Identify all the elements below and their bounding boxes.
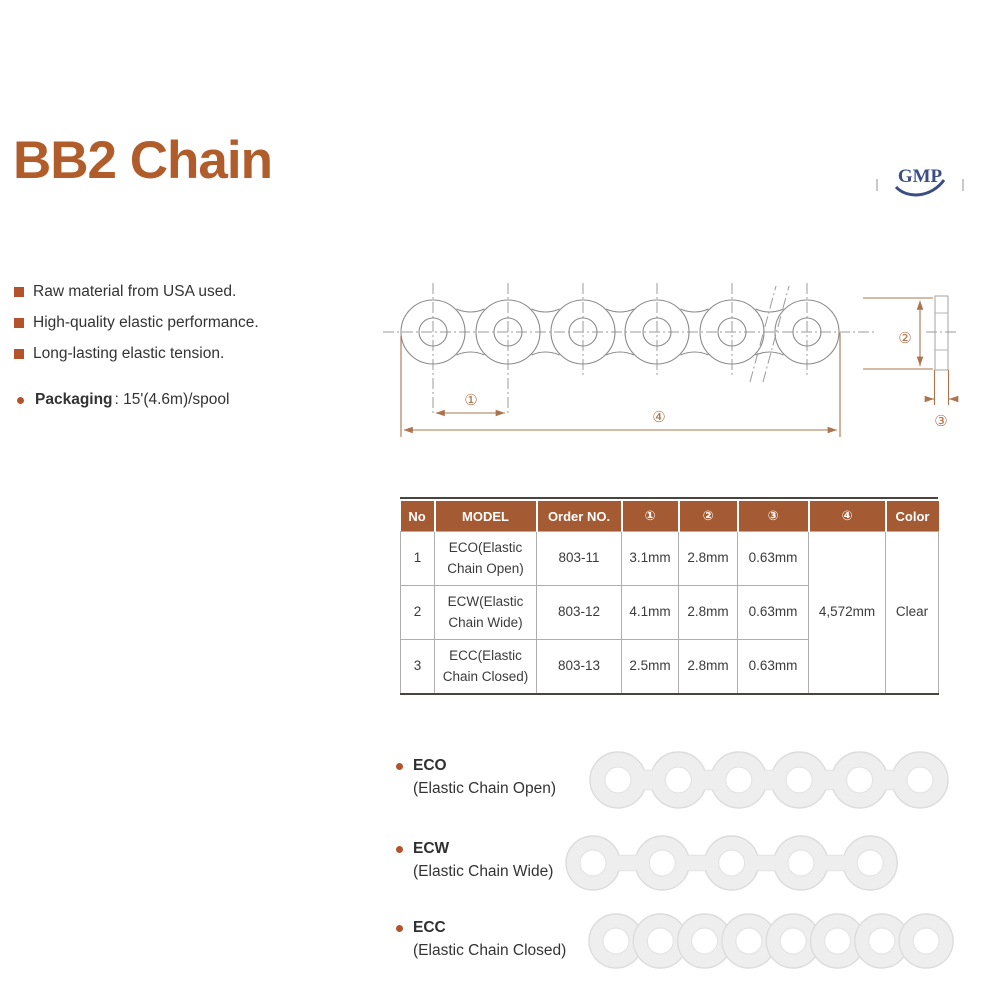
gmp-logo-mark: GMP	[894, 166, 946, 197]
table-row: 1 ECO(Elastic Chain Open) 803-11 3.1mm 2…	[400, 531, 939, 695]
table-cell: 2	[400, 585, 435, 640]
table-header-cell: Order NO.	[536, 501, 623, 532]
table-header-cell: ②	[678, 501, 739, 532]
packaging-line: Packaging : 15'(4.6m)/spool	[14, 389, 230, 411]
product-code: ECC	[413, 919, 446, 936]
table-cell: 4.1mm	[621, 585, 679, 640]
table-cell: 803-11	[536, 531, 622, 586]
table-cell-merged-color: Clear	[885, 531, 939, 695]
table-row: 3 ECC(Elastic Chain Closed) 803-13 2.5mm…	[400, 639, 939, 695]
logo-right-bar	[962, 179, 964, 191]
table-header-row: No MODEL Order NO. ① ② ③ ④ Color	[400, 501, 939, 532]
packaging-value: : 15'(4.6m)/spool	[114, 391, 230, 408]
product-row-eco: ECO (Elastic Chain Open)	[396, 756, 556, 802]
table-header-cell: No	[400, 501, 436, 532]
table-header-cell: ③	[737, 501, 810, 532]
product-row-ecw: ECW (Elastic Chain Wide)	[396, 839, 553, 885]
table-cell: 0.63mm	[737, 531, 809, 586]
chain-outline	[400, 299, 840, 365]
table-header-cell: MODEL	[434, 501, 538, 532]
table-header-cell: ④	[808, 501, 887, 532]
bullet-square-icon	[14, 348, 24, 359]
product-code: ECO	[413, 757, 447, 774]
table-cell: 803-12	[536, 585, 622, 640]
table-cell: 0.63mm	[737, 585, 809, 640]
table-cell: 2.8mm	[678, 639, 738, 695]
feature-item: Raw material from USA used.	[14, 276, 259, 307]
page-title: BB2 Chain	[13, 131, 273, 190]
table-cell: 2.8mm	[678, 531, 738, 586]
technical-diagram: ① ④ ② ③	[383, 283, 959, 437]
bullet-square-icon	[14, 286, 24, 297]
logo-left-bar	[876, 179, 878, 191]
table-cell: 3	[400, 639, 435, 695]
bullet-square-icon	[14, 317, 24, 328]
dim4-label: ④	[652, 408, 665, 426]
table-cell-merged-length: 4,572mm	[808, 531, 886, 695]
packaging-label: Packaging	[35, 391, 113, 408]
break-line	[762, 285, 790, 383]
product-name: (Elastic Chain Closed)	[413, 942, 567, 959]
table-cell: 3.1mm	[621, 531, 679, 586]
bullet-dot-icon	[17, 396, 24, 404]
feature-text: High-quality elastic performance.	[33, 313, 259, 331]
dim1-label: ①	[464, 391, 477, 409]
dim3-label: ③	[934, 412, 947, 430]
table-cell: 0.63mm	[737, 639, 809, 695]
bullet-dot-icon	[396, 846, 403, 853]
feature-text: Long-lasting elastic tension.	[33, 344, 225, 362]
table-cell: ECO(Elastic Chain Open)	[434, 531, 537, 586]
product-row-ecc: ECC (Elastic Chain Closed)	[396, 918, 566, 964]
chain-image-ecw	[565, 835, 898, 891]
bullet-dot-icon	[396, 763, 403, 770]
feature-item: High-quality elastic performance.	[14, 307, 259, 338]
break-line	[749, 285, 777, 383]
feature-text: Raw material from USA used.	[33, 282, 237, 300]
table-cell: ECW(Elastic Chain Wide)	[434, 585, 537, 640]
product-name: (Elastic Chain Wide)	[413, 863, 554, 880]
chain-image-ecc	[588, 913, 954, 969]
table-cell: ECC(Elastic Chain Closed)	[434, 639, 537, 695]
chain-image-eco	[589, 751, 949, 809]
table-header-cell: ①	[621, 501, 680, 532]
table-cell: 2.8mm	[678, 585, 738, 640]
side-view: ② ③	[863, 295, 959, 430]
feature-item: Long-lasting elastic tension.	[14, 338, 259, 369]
feature-list: Raw material from USA used. High-quality…	[14, 276, 259, 369]
spec-table: No MODEL Order NO. ① ② ③ ④ Color 1 ECO(E…	[400, 501, 939, 695]
product-code: ECW	[413, 840, 450, 857]
dim2-label: ②	[898, 329, 911, 347]
product-name: (Elastic Chain Open)	[413, 780, 557, 797]
table-cell: 1	[400, 531, 435, 586]
gmp-logo: GMP	[874, 158, 966, 208]
table-cell: 803-13	[536, 639, 622, 695]
logo-swoosh-icon	[894, 179, 946, 197]
table-header-cell: Color	[885, 501, 939, 532]
bullet-dot-icon	[396, 925, 403, 932]
spec-table-wrap: No MODEL Order NO. ① ② ③ ④ Color 1 ECO(E…	[400, 497, 939, 695]
table-row: 2 ECW(Elastic Chain Wide) 803-12 4.1mm 2…	[400, 585, 939, 640]
gmp-logo-text: GMP	[898, 166, 943, 187]
table-cell: 2.5mm	[621, 639, 679, 695]
